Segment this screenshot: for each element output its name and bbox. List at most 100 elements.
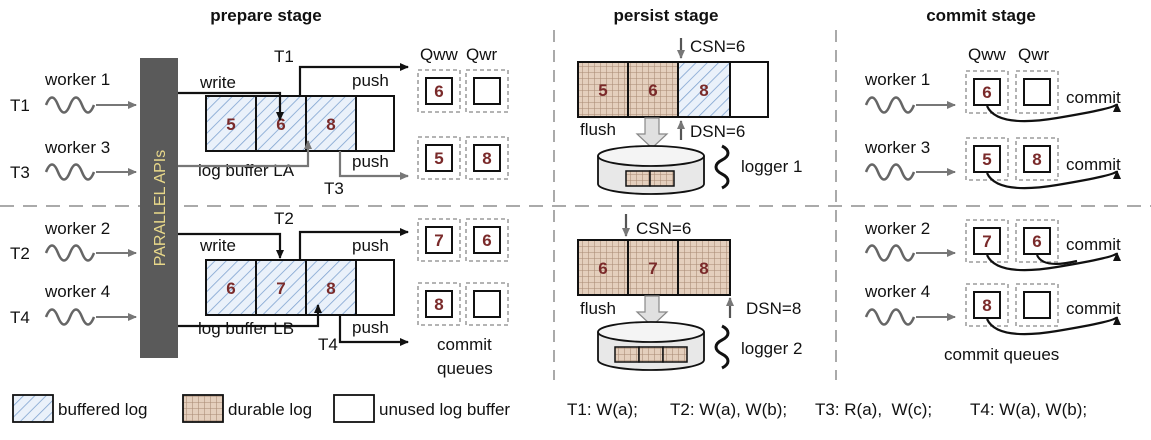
- thread-wave-icon: [864, 244, 916, 262]
- dsn-label: DSN=6: [690, 122, 745, 141]
- thread-wave-icon: [864, 308, 916, 326]
- log-entry: 7: [276, 279, 285, 298]
- parallel-api-label: PARALLEL APIs: [152, 150, 169, 267]
- flush-arrow-icon: [635, 295, 669, 327]
- commit-arrow: [985, 251, 1121, 272]
- txn-spec: T4: W(a), W(b);: [970, 400, 1087, 419]
- thread-wave-icon: [864, 163, 916, 181]
- worker-label: worker 4: [864, 282, 930, 301]
- worker-label: worker 2: [864, 219, 930, 238]
- txn-label: T4: [10, 308, 30, 327]
- push-arrow: [298, 228, 409, 260]
- commit-arrow: [1035, 254, 1078, 266]
- worker-label: worker 1: [864, 70, 930, 89]
- arrow-txn-label: T4: [318, 335, 338, 354]
- worker-label: worker 2: [44, 219, 110, 238]
- queue-header-wr: Qwr: [466, 45, 498, 64]
- log-entry: 6: [226, 279, 235, 298]
- write-arrow: [178, 304, 322, 328]
- stage-title-prepare: prepare stage: [210, 6, 322, 25]
- txn-spec: T2: W(a), W(b);: [670, 400, 787, 419]
- legend-swatch-durable: [182, 394, 224, 423]
- legend-durable: durable log: [228, 400, 312, 419]
- txn-spec: T1: W(a);: [567, 400, 638, 419]
- queue-header-ww: Qww: [420, 45, 459, 64]
- queue-header-wr: Qwr: [1018, 45, 1050, 64]
- write-arrow-gray: [178, 140, 312, 168]
- log-entry: 7: [648, 259, 657, 278]
- thread-wave-icon: [44, 244, 96, 262]
- stage-title-commit: commit stage: [926, 6, 1036, 25]
- log-entry: 6: [648, 81, 657, 100]
- queue-header-ww: Qww: [968, 45, 1007, 64]
- persist-group-2: 6 7 8 CSN=6 DSN=8 flush logger 2: [577, 214, 802, 371]
- commit-stage: Qww Qwr worker 1 6 commit worker 3 5 8 c…: [864, 45, 1121, 364]
- queue-entry: 6: [982, 83, 991, 102]
- commit-arrow: [985, 315, 1121, 336]
- log-entry: 5: [598, 81, 607, 100]
- stage-title-persist: persist stage: [614, 6, 719, 25]
- logger-label: logger 1: [741, 157, 802, 176]
- flush-label: flush: [580, 120, 616, 139]
- push-arrow: [298, 63, 409, 96]
- push-label: push: [352, 236, 389, 255]
- dsn-label: DSN=8: [746, 299, 801, 318]
- push-label: push: [352, 318, 389, 337]
- flush-label: flush: [580, 299, 616, 318]
- logger-thread-icon: [714, 324, 730, 370]
- prepare-group-b: 6 7 8 log buffer LB write T2 push T4 pus…: [178, 209, 509, 378]
- persist-group-1: 5 6 8 CSN=6 DSN=6 flush logger 1: [577, 37, 802, 195]
- queue-entry: 8: [482, 149, 491, 168]
- prepare-workers: worker 1 T1 worker 3 T3 worker 2 T2 work…: [10, 70, 137, 327]
- queues-caption: queues: [437, 359, 493, 378]
- log-entry: 5: [226, 115, 235, 134]
- legend-buffered: buffered log: [58, 400, 147, 419]
- log-entry: 8: [699, 81, 708, 100]
- arrow-txn-label: T3: [324, 179, 344, 198]
- push-label: push: [352, 152, 389, 171]
- logger-thread-icon: [714, 144, 730, 190]
- txn-label: T2: [10, 244, 30, 263]
- log-entry: 8: [699, 259, 708, 278]
- thread-wave-icon: [44, 96, 96, 114]
- write-label: write: [199, 236, 236, 255]
- log-entry: 6: [598, 259, 607, 278]
- txn-spec: T3: R(a), W(c);: [815, 400, 932, 419]
- log-entry: 8: [326, 279, 335, 298]
- csn-label: CSN=6: [690, 37, 745, 56]
- commit-label: commit: [1066, 155, 1121, 174]
- thread-wave-icon: [864, 96, 916, 114]
- queue-entry: 6: [482, 231, 491, 250]
- commit-label: commit: [1066, 235, 1121, 254]
- commit-label: commit: [1066, 88, 1121, 107]
- legend-swatch-buffered: [12, 394, 54, 423]
- csn-label: CSN=6: [636, 219, 691, 238]
- commit-label: commit: [1066, 299, 1121, 318]
- thread-wave-icon: [44, 163, 96, 181]
- queue-entry: 8: [1032, 150, 1041, 169]
- worker-label: worker 3: [44, 138, 110, 157]
- write-arrow: [178, 232, 284, 259]
- push-label: push: [352, 71, 389, 90]
- worker-label: worker 1: [44, 70, 110, 89]
- arrow-txn-label: T1: [274, 47, 294, 66]
- log-buffer-label: log buffer LB: [198, 319, 294, 338]
- prepare-group-a: 5 6 8 log buffer LA write T1 push T3 pus…: [178, 45, 509, 198]
- push-arrow: [338, 315, 409, 346]
- queues-caption: commit: [437, 335, 492, 354]
- commit-arrow: [985, 169, 1121, 190]
- write-label: write: [199, 73, 236, 92]
- commit-queues-caption: commit queues: [944, 345, 1059, 364]
- queue-entry: 6: [1032, 232, 1041, 251]
- queue-entry: 5: [982, 150, 991, 169]
- thread-wave-icon: [44, 308, 96, 326]
- queue-entry: 6: [434, 82, 443, 101]
- log-entry: 6: [276, 115, 285, 134]
- legend-unused: unused log buffer: [379, 400, 510, 419]
- flush-arrow-icon: [635, 117, 669, 149]
- legend-swatch-unused: [333, 394, 375, 423]
- push-arrow-gray: [338, 151, 409, 180]
- log-buffer-label: log buffer LA: [198, 161, 295, 180]
